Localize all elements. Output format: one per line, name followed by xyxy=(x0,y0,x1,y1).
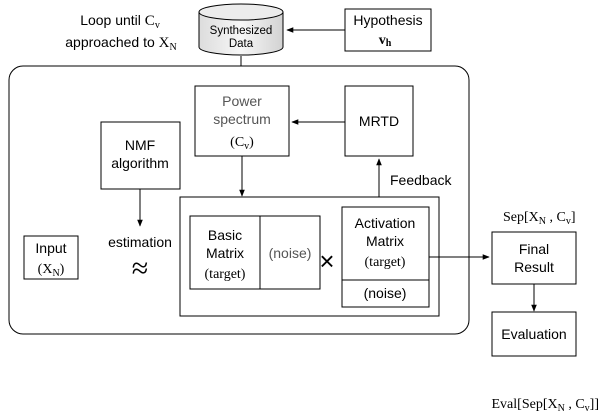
loop-note-line1: Loop until Cv xyxy=(80,12,160,31)
evaluation-formula-label: Eval[Sep[XN , Cv]] xyxy=(492,397,600,414)
hypothesis-box: Hypothesis vh xyxy=(344,8,432,52)
power-spectrum-label-line1: Power xyxy=(222,93,262,109)
mrtd-label: MRTD xyxy=(359,113,399,129)
activation-matrix-label-line2: Matrix xyxy=(366,233,404,249)
approx-symbol: ≈ xyxy=(132,252,148,285)
hypothesis-variable: vh xyxy=(379,33,392,49)
estimation-label: estimation xyxy=(108,234,172,250)
evaluation-box: Evaluation xyxy=(491,311,577,357)
basic-matrix-noise-label: (noise) xyxy=(269,245,312,261)
mrtd-box: MRTD xyxy=(344,85,414,157)
basic-matrix-box: Basic Matrix (target) (noise) xyxy=(189,215,321,290)
power-spectrum-variable: (Cv) xyxy=(230,135,254,152)
nmf-label-line2: algorithm xyxy=(111,155,169,171)
activation-matrix-label-line1: Activation xyxy=(355,215,416,231)
power-spectrum-box: Power spectrum (Cv) xyxy=(194,85,290,157)
separation-label: Sep[XN , Cv] xyxy=(503,210,576,227)
nmf-algorithm-box: NMF algorithm xyxy=(100,121,181,190)
basic-matrix-label-line2: Matrix xyxy=(206,245,244,261)
final-result-label-line1: Final xyxy=(519,241,549,257)
nmf-label-line1: NMF xyxy=(125,137,155,153)
input-box: Input (XN) xyxy=(23,235,79,280)
synthesized-data-database: Synthesized Data xyxy=(198,3,284,56)
times-symbol: × xyxy=(319,246,334,276)
activation-matrix-box: Activation Matrix (target) (noise) xyxy=(341,206,430,308)
final-result-label-line2: Result xyxy=(514,259,554,275)
basic-matrix-label-line1: Basic xyxy=(208,227,242,243)
synthesized-data-label-line2: Data xyxy=(229,38,254,50)
basic-matrix-label-line3: (target) xyxy=(205,267,246,282)
input-label: Input xyxy=(35,240,66,256)
synthesized-data-label-line1: Synthesized xyxy=(210,25,273,37)
input-variable: (XN) xyxy=(38,262,65,279)
final-result-box: Final Result xyxy=(491,231,577,285)
activation-matrix-noise-label: (noise) xyxy=(364,285,407,301)
evaluation-label: Evaluation xyxy=(501,326,566,342)
feedback-label: Feedback xyxy=(390,172,452,188)
activation-matrix-label-line3: (target) xyxy=(365,255,406,270)
power-spectrum-label-line2: spectrum xyxy=(213,111,271,127)
loop-note-line2: approached to XN xyxy=(65,34,176,53)
hypothesis-label: Hypothesis xyxy=(353,12,422,28)
